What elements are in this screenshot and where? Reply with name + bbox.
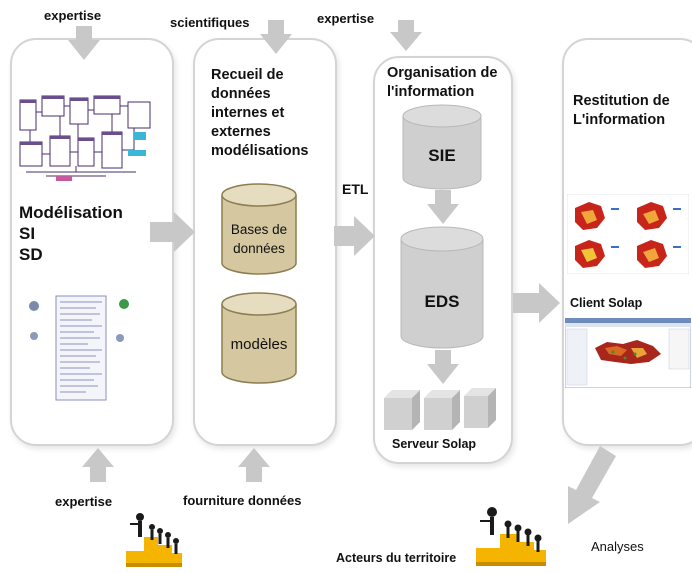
database-icon xyxy=(221,183,297,275)
input-top-right-label: expertise xyxy=(317,11,375,26)
panel1-title-line-2: SI xyxy=(19,224,36,243)
database-icon xyxy=(400,226,484,349)
down-arrow-icon xyxy=(68,26,100,60)
panel1-title-line-1: Modélisation xyxy=(19,203,123,222)
solap-client-screenshot xyxy=(565,318,691,388)
database-icon xyxy=(221,292,297,384)
actors-clipart-icon xyxy=(126,513,182,567)
panel1-title-line-3: SD xyxy=(19,245,43,264)
metadata-screenshot-thumbnail xyxy=(16,292,142,402)
map-thumbnails-image xyxy=(567,194,689,274)
panel2-title: Recueil de données internes et externes … xyxy=(211,67,309,159)
right-arrow-icon xyxy=(150,212,195,252)
input-bottom-left-label: expertise xyxy=(55,494,113,509)
etl-label: ETL xyxy=(342,181,369,197)
database-cylinder-bases: Bases de données xyxy=(221,183,297,275)
cylinder-label-modeles: modèles xyxy=(230,336,288,353)
input-top-left-label: expertise xyxy=(44,8,102,23)
cylinder-label-eds: EDS xyxy=(424,292,460,311)
right-arrow-icon xyxy=(513,283,560,323)
down-arrow-icon xyxy=(427,350,459,384)
cylinder-label-bases: Bases de données xyxy=(230,222,288,256)
panel4-title: Restitution de L'information xyxy=(573,93,670,128)
down-arrow-icon xyxy=(390,20,422,51)
right-arrow-icon xyxy=(334,216,375,256)
analyses-label: Analyses xyxy=(591,539,644,554)
diagonal-down-left-arrow-icon xyxy=(568,446,616,524)
database-cylinder-eds: EDS xyxy=(400,226,484,350)
cylinder-label-sie: SIE xyxy=(428,146,456,165)
panel3-title: Organisation de l'information xyxy=(387,65,498,100)
down-arrow-icon xyxy=(427,190,459,224)
input-bottom-middle-label: fourniture données xyxy=(183,493,302,508)
input-top-middle-label: scientifiques xyxy=(170,15,250,30)
database-icon xyxy=(402,104,482,190)
database-cylinder-modeles: modèles xyxy=(221,292,297,384)
serveur-solap-label: Serveur Solap xyxy=(392,437,477,451)
database-cylinder-sie: SIE xyxy=(402,104,482,190)
server-cubes-icon xyxy=(384,388,496,430)
up-arrow-icon xyxy=(238,448,270,482)
acteurs-label: Acteurs du territoire xyxy=(336,551,457,565)
uml-diagram-thumbnail xyxy=(16,92,156,184)
down-arrow-icon xyxy=(260,20,292,54)
actors-clipart-icon xyxy=(476,507,546,566)
up-arrow-icon xyxy=(82,448,114,482)
client-solap-label: Client Solap xyxy=(570,296,643,310)
